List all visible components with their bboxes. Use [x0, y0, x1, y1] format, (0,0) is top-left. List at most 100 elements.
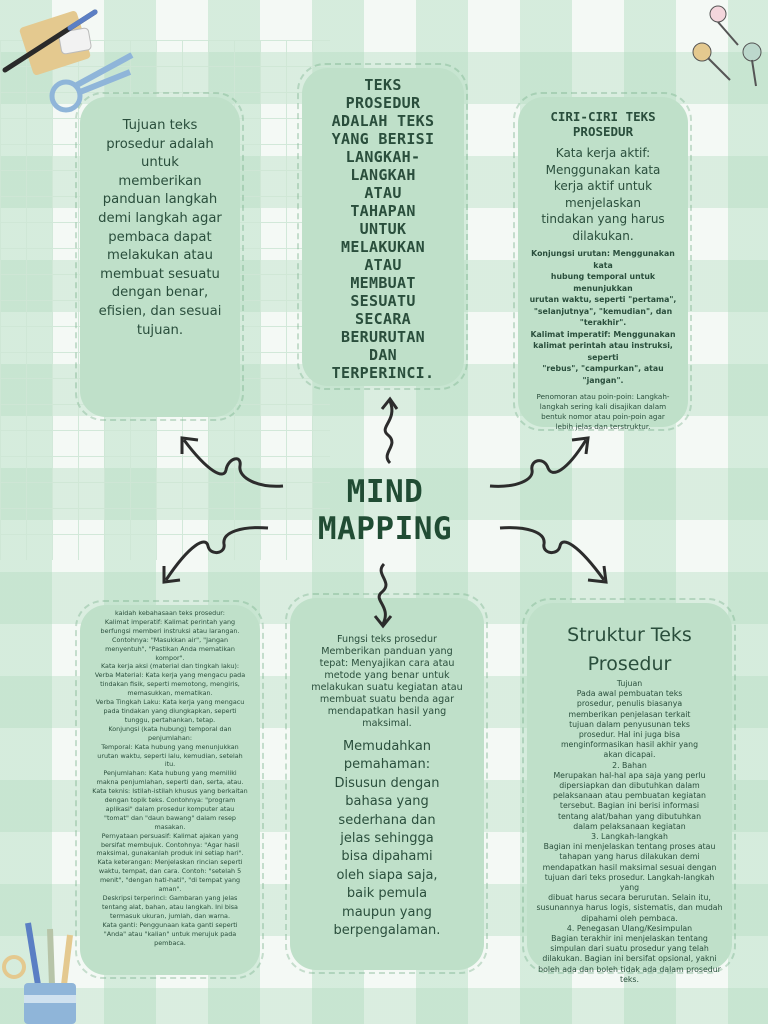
text-line: akan dicapai. [603, 750, 656, 760]
text-line: pemahaman: [343, 757, 431, 773]
text-line: menyentuh", "Pastikan Anda mematikan [105, 644, 235, 653]
text-line: mendapatkan hasil yang [327, 706, 447, 717]
text-line: Contohnya: "Masukkan air", "Jangan [112, 635, 228, 644]
text-line: Memudahkan [342, 739, 432, 754]
text-line: Disusun dengan [334, 775, 440, 791]
text-line: ATAU [364, 256, 402, 274]
text-line: bersifat membujuk. Contohnya: "Agar hasi… [100, 840, 240, 849]
text-line: Pernyataan persuasif: Kalimat ajakan yan… [101, 831, 239, 840]
pencil-cup-illustration [2, 922, 76, 1024]
text-line: ADALAH TEKS [331, 112, 435, 130]
text-line: teks. [620, 974, 639, 984]
text-line: Temporal: Kata hubung yang menunjukkan [101, 742, 239, 751]
text-line: ATAU [364, 184, 402, 202]
text-line: kaidah kebahasaan teks prosedur: [115, 609, 225, 617]
text-line: pelaksanaan atau pembuatan kegiatan [553, 791, 706, 801]
text-line: makna penjumlahan, seperti dan, serta, a… [96, 778, 244, 787]
text-line: MIND [346, 474, 424, 510]
text-line: pada tindakan yang diungkapkan, seperti [103, 706, 237, 715]
text-line: Kata ganti: Penggunaan kata ganti sepert… [102, 920, 238, 929]
text-line: tujuan. [136, 322, 184, 338]
text-line: Deskripsi terperinci: Gambaran yang jela… [102, 894, 238, 902]
text-line: Kata kerja aktif: [555, 146, 651, 160]
text-line: Kata keterangan: Menjelaskan rincian sep… [97, 858, 243, 867]
text-line: membuat sesuatu [100, 266, 220, 282]
text-line: memberikan penjelasan terkait [568, 709, 691, 719]
text-line: dengan topik teks. Contohnya: "program [104, 796, 236, 805]
text-line: menginformasikan hasil akhir yang [560, 740, 699, 750]
text-line: MEMBUAT [350, 274, 416, 292]
text-line: Tujuan [616, 679, 643, 688]
text-line: tindakan fisik, seperti memotong, mengir… [100, 680, 240, 689]
text-line: boleh ada dan boleh tidak ada dalam pros… [538, 964, 721, 974]
text-line: TAHAPAN [350, 202, 416, 220]
text-line: PROSEDUR [572, 124, 634, 139]
text-line: kerja aktif untuk [553, 179, 653, 193]
text-line: TEKS [364, 76, 402, 94]
text-line: untuk [141, 155, 179, 171]
text-line: sederhana dan [338, 812, 436, 828]
text-line: berfungsi memberi instruksi atau laranga… [100, 626, 240, 635]
text-line: membuat suatu benda agar [319, 694, 455, 705]
text-line: dipahami oleh pembaca. [581, 913, 678, 923]
text-line: 2. Bahan [612, 760, 647, 770]
text-line: 4. Penegasan Ulang/Kesimpulan [566, 923, 693, 933]
text-line: prosedur. Hal ini juga bisa [578, 730, 681, 740]
text-line: PROSEDUR [345, 94, 421, 112]
text-line: bentuk nomor atau poin-poin agar [541, 412, 665, 421]
text-line: tindakan yang harus [541, 212, 665, 226]
text-line: Kalimat imperatif: Menggunakan [530, 329, 676, 339]
text-line: tepat: Menyajikan cara atau [319, 658, 455, 669]
text-line: termasuk ukuran, jumlah, dan warna. [109, 911, 231, 920]
arrow-to-structure [499, 526, 608, 584]
text-line: dengan benar, [111, 285, 209, 301]
text-line: Prosedur [587, 653, 672, 675]
text-line: Kalimat imperatif: Kalimat perintah yang [104, 617, 236, 626]
text-line: MAPPING [317, 511, 453, 547]
text-line: Fungsi teks prosedur [337, 634, 437, 645]
text-line: mendapatkan hasil maksimal sesuai dengan [542, 862, 717, 872]
text-line: SESUATU [350, 292, 416, 310]
text-line: lebih jelas dan terstruktur. [555, 422, 651, 431]
features-small-text: Penomoran atau poin-poin: Langkah-langka… [526, 392, 680, 432]
text-line: LANGKAH- [345, 148, 421, 166]
text-line: Kata teknis: Istilah-istilah khusus yang… [92, 787, 248, 796]
text-line: Penomoran atau poin-poin: Langkah- [536, 392, 670, 401]
text-line: panduan langkah [102, 192, 218, 208]
text-line: "selanjutnya", "kemudian", dan [533, 306, 673, 316]
arrow-to-definition [380, 396, 399, 465]
text-line: baik pemula [346, 886, 428, 902]
text-line: langkah sering kali disajikan dalam [539, 402, 667, 411]
text-line: dibuat harus secara berurutan. Selain it… [548, 893, 711, 903]
text-line: UNTUK [359, 220, 407, 238]
text-line: dilakukan. [572, 228, 634, 243]
text-line: melakukan atau [106, 248, 214, 264]
text-line: aman". [158, 885, 182, 894]
arrow-to-features [489, 436, 590, 488]
text-line: susunannya harus logis, sistematis, dan … [536, 903, 723, 913]
text-line: maksimal, gunakanlah produk ini setiap h… [96, 849, 244, 858]
text-line: TERPERINCI. [331, 364, 435, 382]
text-line: tahapan yang harus dilakukan demi [559, 852, 700, 862]
text-line: memasukkan, mematikan. [127, 689, 213, 698]
text-line: "terakhir". [579, 318, 627, 327]
text-line: demi langkah agar [98, 210, 222, 226]
text-line: itu. [164, 760, 176, 769]
text-line: maksimal. [362, 718, 412, 729]
text-line: pembaca. [154, 938, 186, 947]
text-line: Bagian terakhir ini menjelaskan tentang [551, 934, 708, 944]
text-line: memberikan [118, 173, 202, 189]
text-line: jelas sehingga [340, 831, 434, 847]
text-line: Menggunakan kata [545, 162, 661, 177]
text-line: kompor". [155, 653, 185, 662]
